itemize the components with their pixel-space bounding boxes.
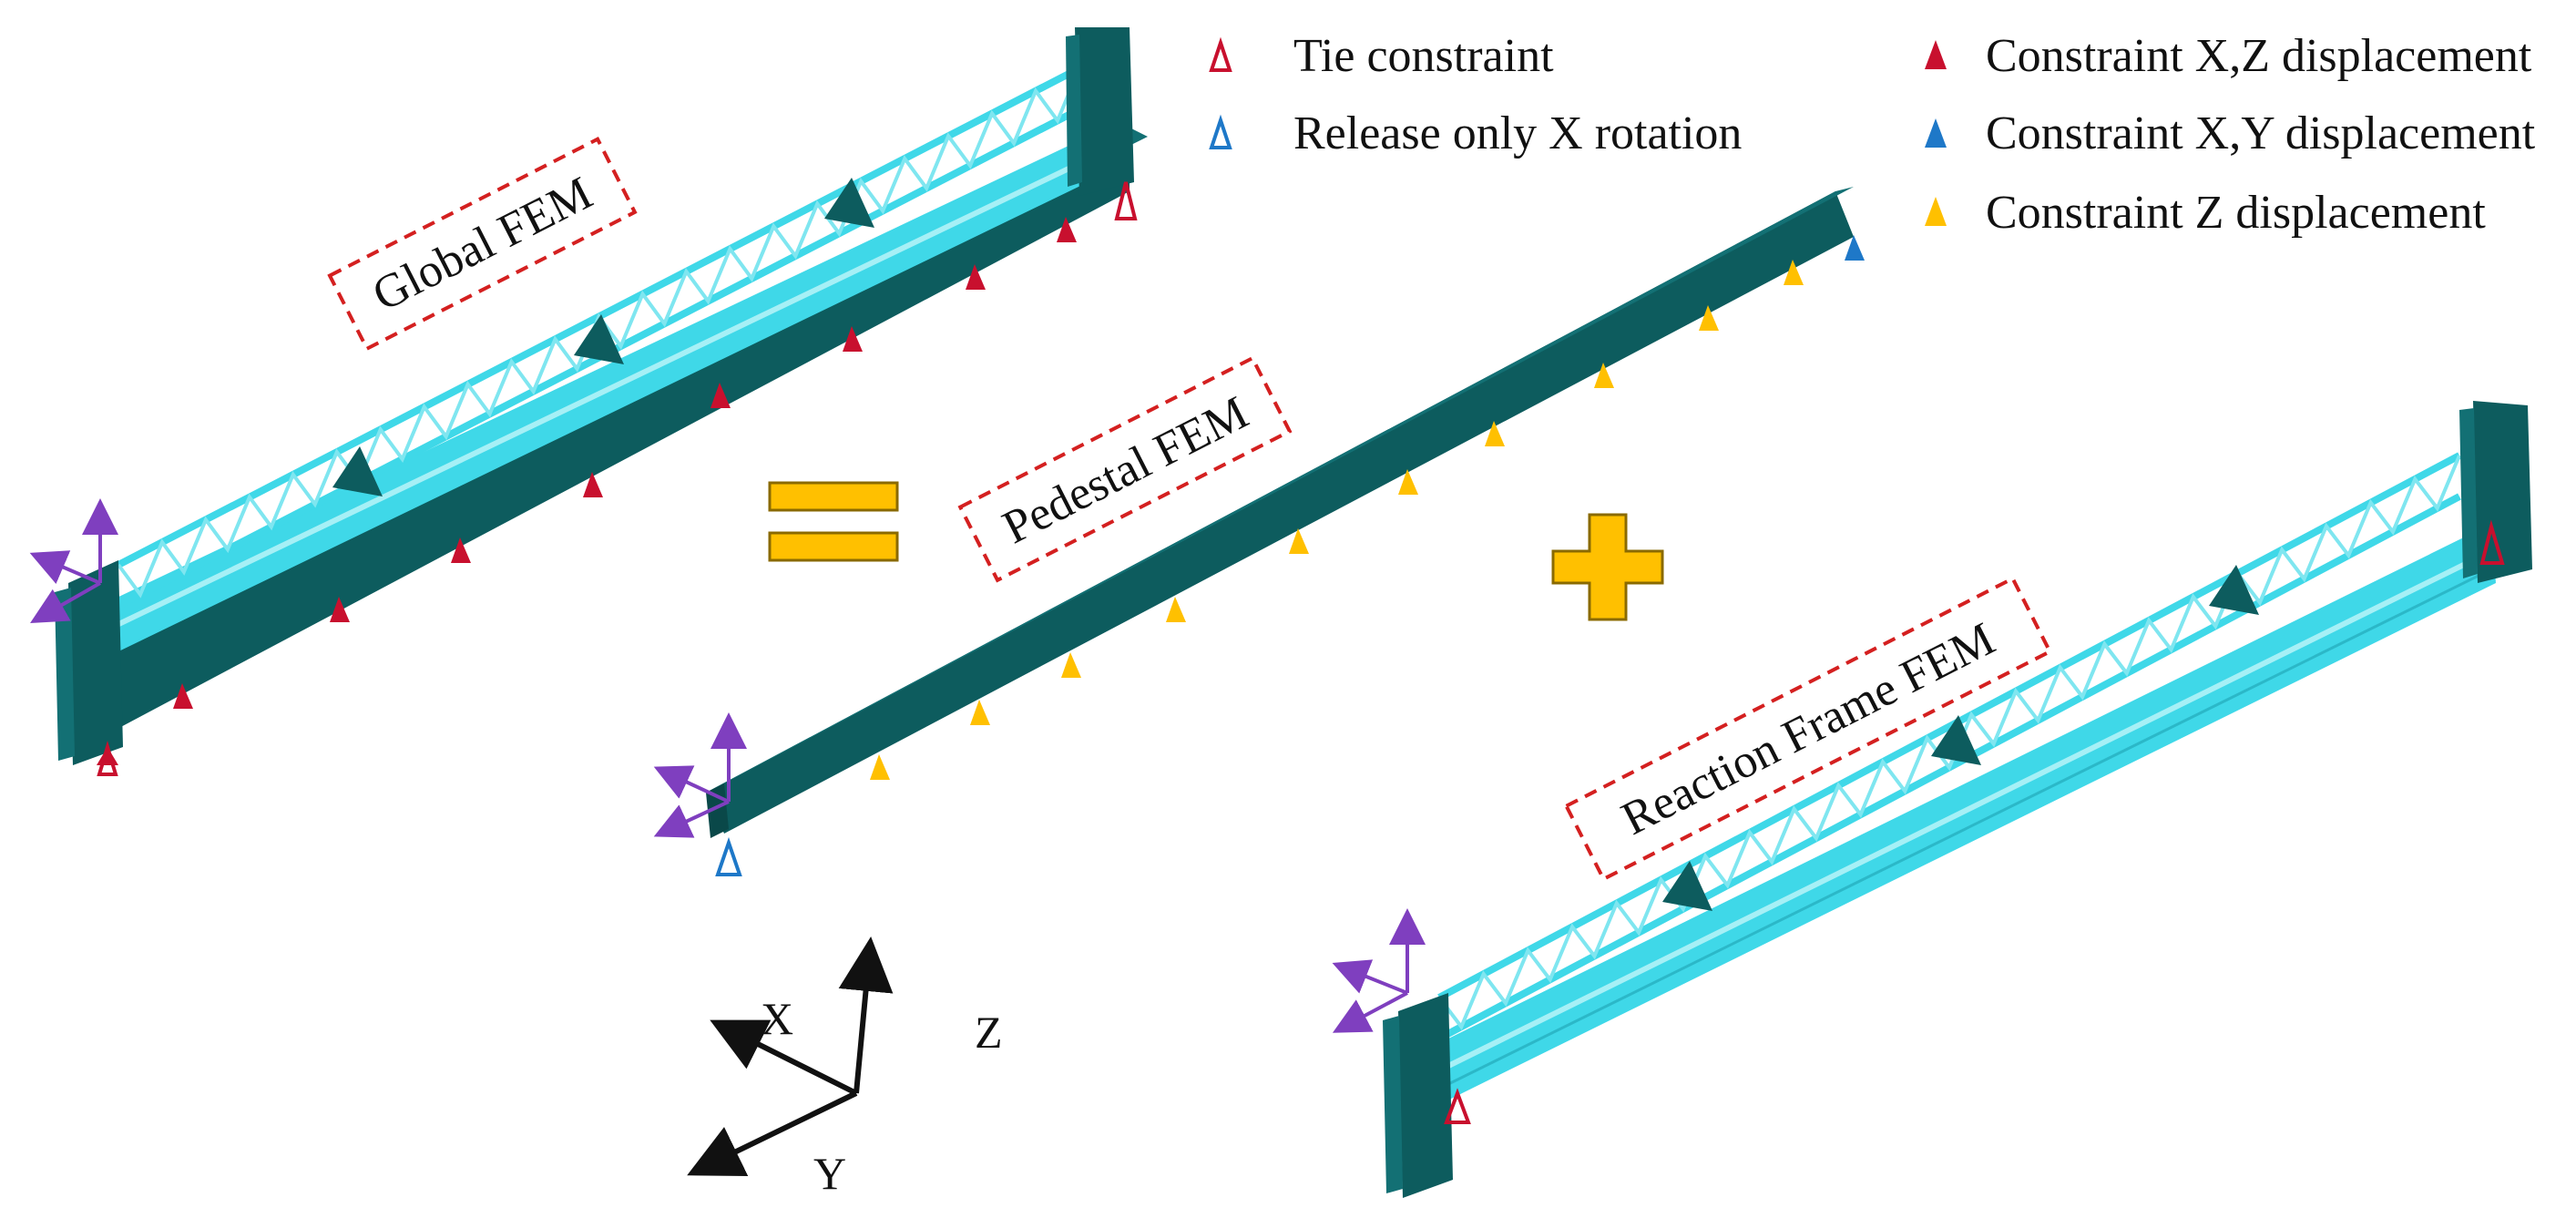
plus-sign — [1551, 513, 1664, 621]
pedestal-local-axes — [653, 712, 747, 838]
legend-item-tie: Tie constraint — [1209, 30, 1554, 82]
gusset — [574, 314, 624, 364]
legend-tie-text: Tie constraint — [1293, 30, 1554, 82]
legend-item-constraint-xy: Constraint X,Y displacement — [1925, 107, 2536, 159]
global-fem-text: Global FEM — [364, 167, 600, 321]
global-local-axes — [29, 498, 118, 623]
gusset — [824, 178, 874, 228]
reaction-local-axes — [1332, 908, 1426, 1033]
pedestal-xy-constraint — [1845, 235, 1865, 261]
axis-y-label: Y — [813, 1148, 846, 1199]
axis-z-label: Z — [975, 1007, 1003, 1058]
global-xz-constraints — [173, 217, 1077, 709]
gusset — [1931, 715, 1981, 765]
legend-z-text: Constraint Z displacement — [1986, 187, 2486, 239]
gusset — [2209, 565, 2259, 615]
legend-xz-text: Constraint X,Z displacement — [1986, 30, 2532, 82]
gusset — [332, 446, 383, 496]
legend: Tie constraint Release only X rotation C… — [1209, 30, 2536, 239]
global-coordinate-axes: X Y Z — [687, 937, 1003, 1199]
global-fem-label: Global FEM — [327, 137, 638, 352]
global-fem-model — [29, 27, 1148, 776]
reaction-truss — [1437, 452, 2461, 1042]
legend-item-constraint-z: Constraint Z displacement — [1925, 187, 2486, 239]
axis-x-label: X — [761, 993, 793, 1044]
pedestal-release-marker — [715, 836, 742, 876]
equals-sign — [768, 481, 899, 562]
legend-xy-text: Constraint X,Y displacement — [1986, 107, 2536, 159]
legend-release-text: Release only X rotation — [1293, 107, 1742, 159]
legend-item-release-x-rotation: Release only X rotation — [1209, 107, 1742, 159]
pedestal-z-constraints — [870, 260, 1804, 780]
reaction-frame-fem-model — [1332, 401, 2532, 1198]
gusset — [1662, 861, 1712, 911]
pedestal-fem-model — [653, 187, 1865, 876]
legend-item-constraint-xz: Constraint X,Z displacement — [1925, 30, 2532, 82]
